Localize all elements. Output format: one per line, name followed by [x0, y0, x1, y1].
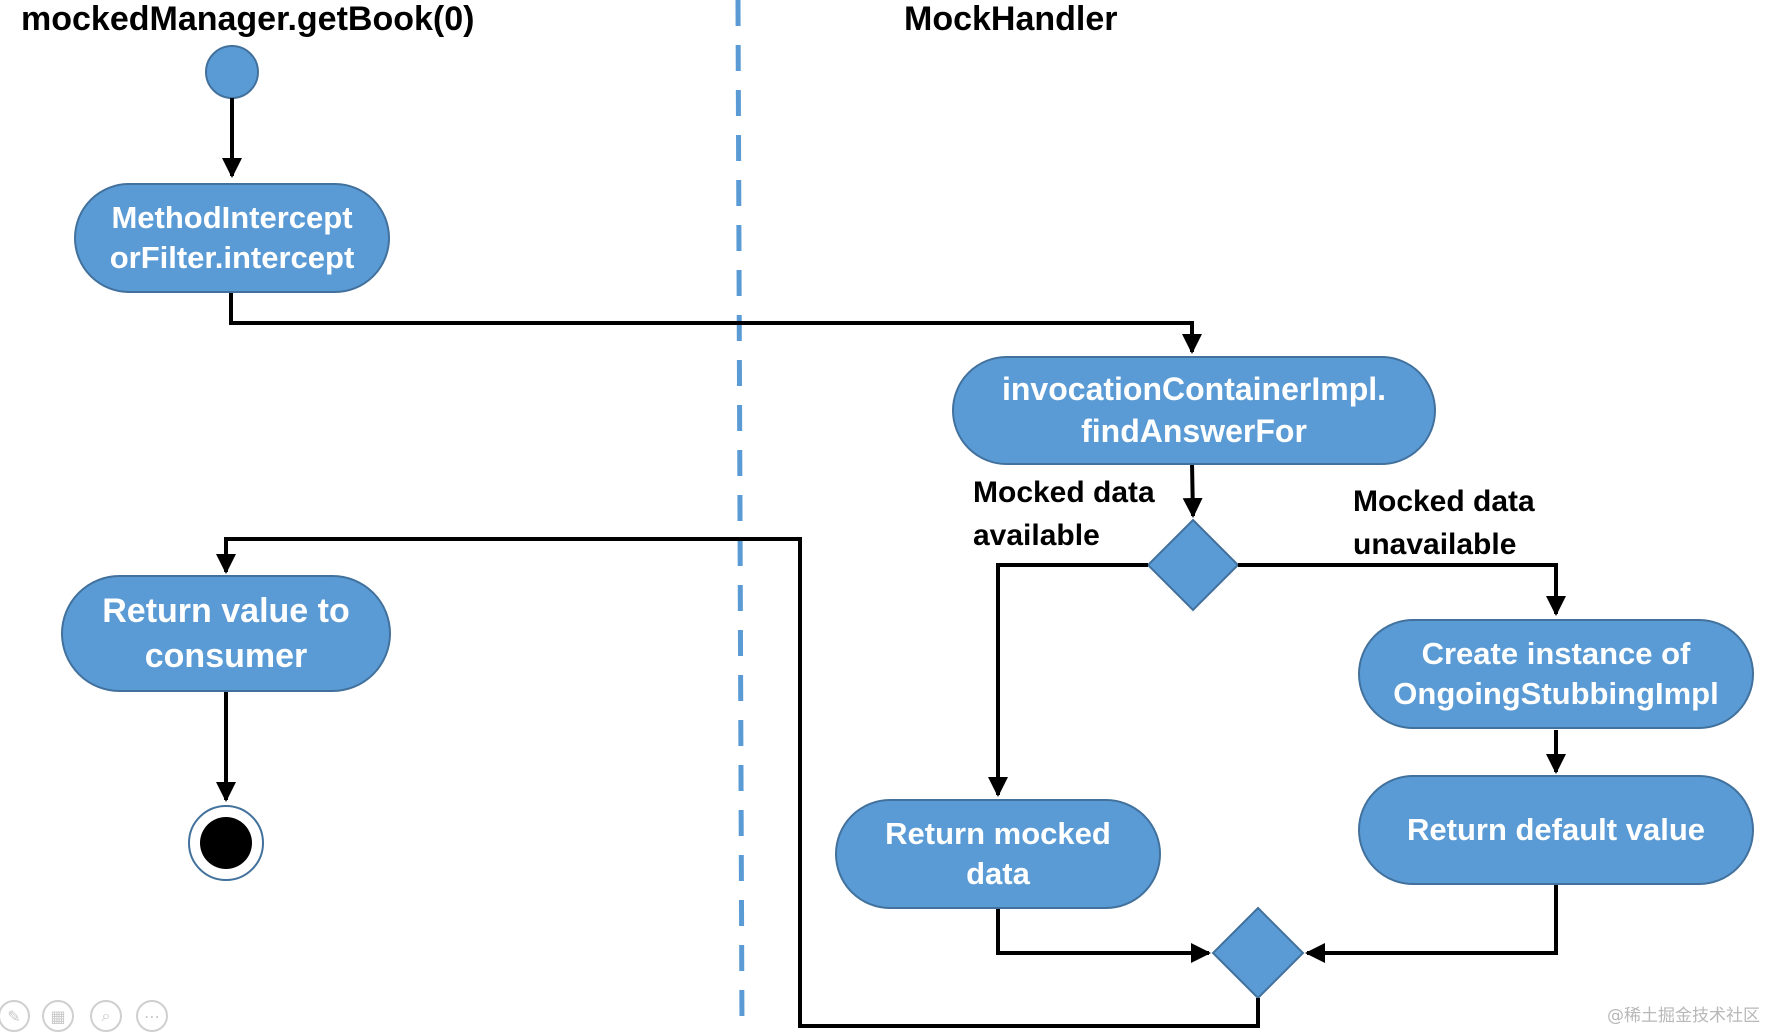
- node-line: OngoingStubbingImpl: [1393, 676, 1719, 711]
- lane-title-left: mockedManager.getBook(0): [21, 0, 475, 38]
- label-line: unavailable: [1353, 528, 1517, 561]
- node-line: Return value to: [102, 592, 350, 631]
- more-icon[interactable]: ⋯: [136, 1000, 168, 1032]
- edge-intercept-to-find-answer: [229, 291, 1202, 354]
- edge-find-answer-to-decision: [1182, 462, 1203, 518]
- label-mocked-available: Mocked data available: [973, 471, 1155, 557]
- label-line: Mocked data: [973, 476, 1155, 509]
- node-line: data: [966, 856, 1030, 891]
- node-line: Create instance of: [1421, 635, 1691, 671]
- label-line: available: [973, 519, 1100, 552]
- node-return-mocked: Return mocked data: [835, 799, 1161, 909]
- node-line: Return mocked: [885, 815, 1111, 851]
- node-line: findAnswerFor: [1081, 412, 1307, 449]
- edge-return-mocked-to-merge: [996, 908, 1211, 963]
- node-create-instance: Create instance of OngoingStubbingImpl: [1358, 619, 1754, 729]
- merge-diamond: [1211, 906, 1305, 1000]
- lane-divider: [735, 0, 745, 1034]
- start-node: [205, 45, 259, 99]
- end-node: [200, 817, 252, 869]
- pencil-icon[interactable]: ✎: [0, 1000, 30, 1032]
- grid-icon[interactable]: ▦: [42, 1000, 74, 1032]
- lane-title-right: MockHandler: [904, 0, 1118, 38]
- edge-decision-to-return-mocked: [988, 563, 1148, 797]
- node-line: invocationContainerImpl.: [1001, 370, 1387, 407]
- edge-decision-to-create-instance: [1238, 563, 1566, 616]
- edge-merge-to-return-consumer: [216, 537, 1260, 1028]
- node-return-consumer: Return value to consumer: [61, 575, 391, 692]
- node-line: MethodIntercept: [111, 199, 353, 235]
- node-find-answer: invocationContainerImpl. findAnswerFor: [952, 356, 1436, 465]
- decision-diamond: [1146, 518, 1240, 612]
- node-method-intercept: MethodIntercept orFilter.intercept: [74, 183, 390, 293]
- watermark: @稀土掘金技术社区: [1607, 1006, 1760, 1026]
- node-line: orFilter.intercept: [109, 240, 355, 275]
- label-line: Mocked data: [1353, 485, 1535, 518]
- zoom-icon[interactable]: ⌕: [90, 1000, 122, 1032]
- edge-return-default-to-merge: [1305, 883, 1558, 963]
- node-line: consumer: [144, 636, 308, 675]
- node-line: Return default value: [1407, 811, 1705, 847]
- node-return-default: Return default value: [1358, 775, 1754, 885]
- label-mocked-unavailable: Mocked data unavailable: [1353, 480, 1535, 566]
